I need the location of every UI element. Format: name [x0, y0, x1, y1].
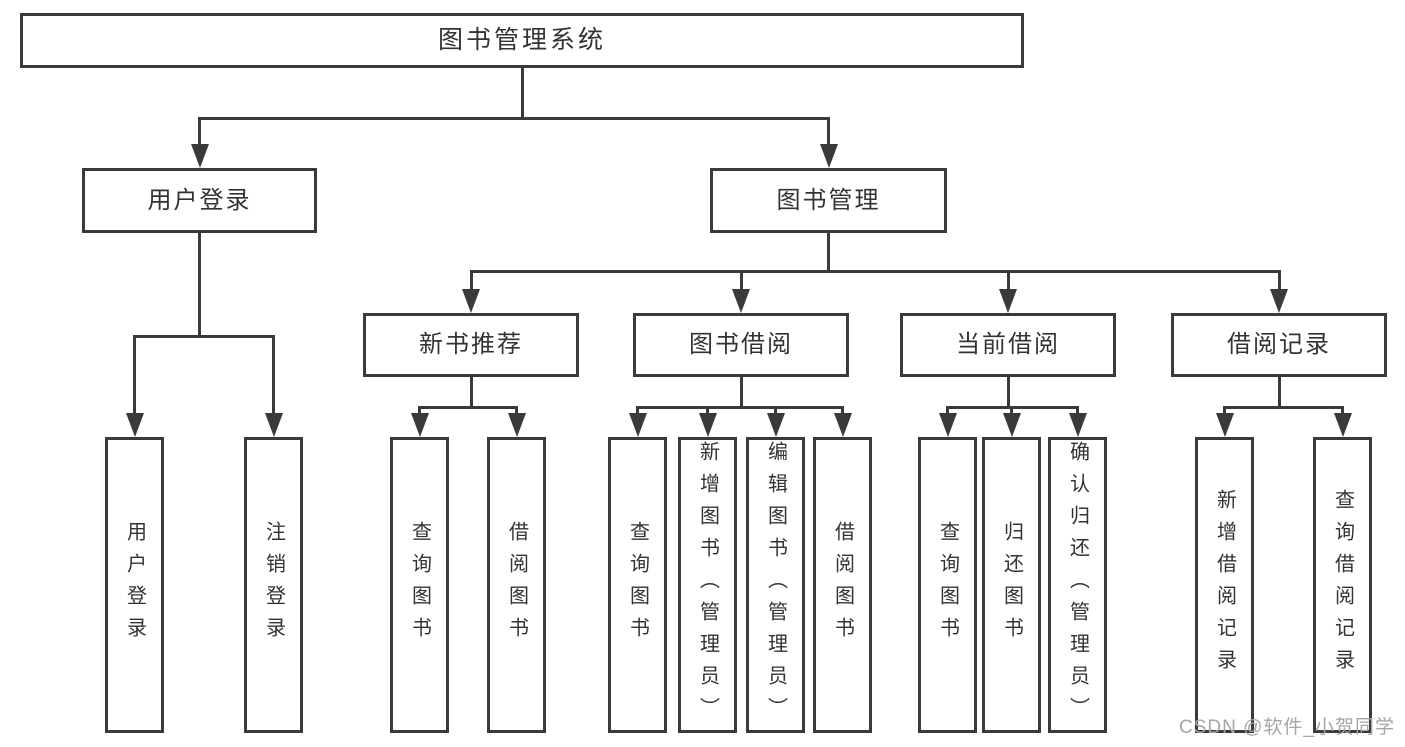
diagram-node-label-add-book: 新增图书（管理员）: [696, 441, 719, 729]
connector-stem-user-login: [198, 232, 201, 338]
diagram-node-label-edit-book: 编辑图书（管理员）: [764, 441, 787, 729]
diagram-node-borrow-books-b: 借阅图书: [813, 437, 872, 733]
diagram-node-root: 图书管理系统: [20, 13, 1024, 68]
diagram-node-add-book: 新增图书（管理员）: [678, 437, 737, 733]
connector-arrowhead-borrow-books-b: [833, 413, 852, 437]
diagram-node-query-books-b: 查询图书: [608, 437, 667, 733]
connector-arrowhead-new-book-recommend: [462, 289, 480, 313]
diagram-node-label-return-book: 归还图书: [1000, 521, 1023, 649]
diagram-node-label-add-borrow-record: 新增借阅记录: [1213, 489, 1236, 681]
connector-drop-new-book-recommend: [469, 269, 473, 308]
connector-stem-book-management: [827, 232, 830, 273]
connector-arrowhead-query-books-a: [410, 413, 429, 437]
diagram-node-query-books-a: 查询图书: [390, 437, 449, 733]
connector-drop-user-login-leaf: [133, 334, 136, 432]
diagram-node-borrow-books-a: 借阅图书: [487, 437, 546, 733]
connector-drop-book-borrowing: [739, 269, 743, 308]
diagram-node-label-user-login: 用户登录: [147, 186, 252, 214]
connector-arrowhead-user-login: [190, 144, 209, 168]
connector-split-book-borrowing: [636, 405, 844, 409]
connector-drop-user-login: [198, 116, 201, 163]
diagram-node-label-book-management: 图书管理: [776, 186, 881, 214]
diagram-node-return-book: 归还图书: [982, 437, 1041, 733]
diagram-node-edit-book: 编辑图书（管理员）: [746, 437, 805, 733]
diagram-node-label-root: 图书管理系统: [437, 26, 606, 54]
connector-drop-logout: [272, 334, 275, 432]
diagram-node-label-book-borrowing: 图书借阅: [689, 331, 793, 358]
connector-arrowhead-query-books-c: [938, 413, 957, 437]
diagram-node-new-book-recommend: 新书推荐: [363, 313, 579, 377]
diagram-node-label-new-book-recommend: 新书推荐: [419, 331, 523, 358]
connector-arrowhead-query-books-b: [628, 413, 647, 437]
connector-arrowhead-edit-book: [766, 413, 785, 437]
connector-arrowhead-return-book: [1002, 413, 1021, 437]
connector-stem-book-borrowing: [739, 376, 743, 409]
connector-arrowhead-borrow-books-a: [507, 413, 526, 437]
connector-arrowhead-add-book: [698, 413, 717, 437]
diagram-node-query-borrow-record: 查询借阅记录: [1313, 437, 1372, 733]
connector-stem-new-book-recommend: [469, 376, 473, 409]
diagram-node-label-query-books-b: 查询图书: [626, 521, 649, 649]
connector-split-book-management: [469, 269, 1281, 273]
connector-arrowhead-logout: [264, 413, 283, 437]
connector-stem-current-borrowing: [1006, 376, 1010, 409]
diagram-node-logout: 注销登录: [244, 437, 303, 733]
connector-split-borrowing-records: [1223, 405, 1344, 409]
connector-arrowhead-book-borrowing: [732, 289, 750, 313]
connector-arrowhead-book-management: [819, 144, 838, 168]
diagram-node-book-borrowing: 图书借阅: [633, 313, 849, 377]
csdn-watermark: CSDN @软件_小贺同学: [1179, 717, 1395, 738]
connector-arrowhead-borrowing-records: [1270, 289, 1288, 313]
diagram-node-book-management: 图书管理: [710, 168, 947, 233]
diagram-node-label-query-borrow-record: 查询借阅记录: [1331, 489, 1354, 681]
connector-arrowhead-current-borrowing: [999, 289, 1017, 313]
diagram-node-label-query-books-c: 查询图书: [936, 521, 959, 649]
connector-arrowhead-user-login-leaf: [125, 413, 144, 437]
connector-arrowhead-add-borrow-record: [1215, 413, 1234, 437]
connector-split-user-login: [133, 334, 275, 338]
diagram-node-label-logout: 注销登录: [262, 521, 285, 649]
connector-drop-book-management: [827, 116, 830, 163]
diagram-node-add-borrow-record: 新增借阅记录: [1195, 437, 1254, 733]
diagram-node-label-current-borrowing: 当前借阅: [956, 331, 1060, 358]
diagram-node-label-borrow-books-a: 借阅图书: [505, 521, 528, 649]
connector-split-new-book-recommend: [418, 405, 518, 409]
connector-drop-current-borrowing: [1006, 269, 1010, 308]
diagram-node-label-user-login-leaf: 用户登录: [123, 521, 146, 649]
connector-arrowhead-query-borrow-record: [1333, 413, 1352, 437]
diagram-node-confirm-return: 确认归还（管理员）: [1048, 437, 1107, 733]
diagram-node-label-confirm-return: 确认归还（管理员）: [1066, 441, 1089, 729]
connector-stem-borrowing-records: [1277, 376, 1281, 409]
connector-split-root: [198, 116, 830, 120]
diagram-node-current-borrowing: 当前借阅: [900, 313, 1116, 377]
diagram-node-user-login: 用户登录: [82, 168, 317, 233]
diagram-node-query-books-c: 查询图书: [918, 437, 977, 733]
diagram-node-label-query-books-a: 查询图书: [408, 521, 431, 649]
diagram-node-borrowing-records: 借阅记录: [1171, 313, 1387, 377]
connector-stem-root: [520, 67, 524, 120]
connector-drop-borrowing-records: [1277, 269, 1281, 308]
diagram-node-label-borrow-books-b: 借阅图书: [831, 521, 854, 649]
diagram-node-user-login-leaf: 用户登录: [105, 437, 164, 733]
connector-arrowhead-confirm-return: [1068, 413, 1087, 437]
diagram-node-label-borrowing-records: 借阅记录: [1227, 331, 1331, 358]
